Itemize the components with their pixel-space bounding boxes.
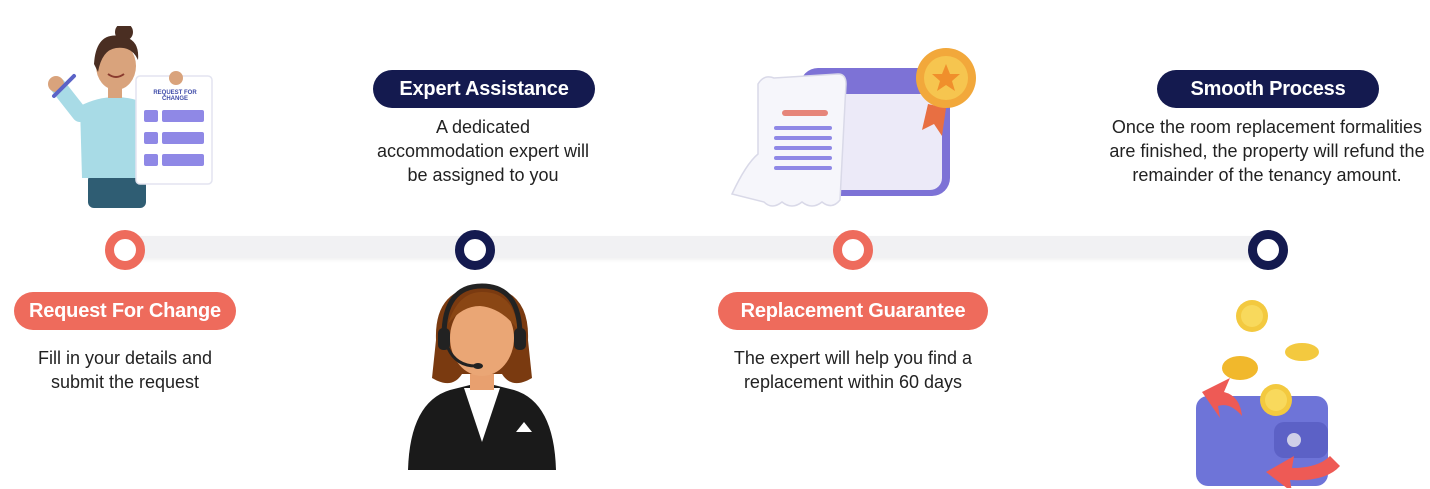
step-3-title-badge: Replacement Guarantee (718, 292, 988, 330)
timeline-dot-step-2 (455, 230, 495, 270)
step-1-title: Request For Change (29, 299, 221, 322)
step-4-description: Once the room replacement formalities ar… (1109, 117, 1425, 185)
step-2-title: Expert Assistance (399, 77, 569, 100)
support-agent-illustration (402, 278, 562, 470)
step-3-description: The expert will help you find a replacem… (733, 348, 973, 392)
step-3-title: Replacement Guarantee (740, 299, 966, 322)
woman-with-form-illustration: REQUEST FOR CHANGE (40, 26, 230, 212)
step-4-title-badge: Smooth Process (1157, 70, 1379, 108)
timeline-dot-step-1 (105, 230, 145, 270)
certificate-guarantee-illustration (728, 44, 982, 210)
step-4-title: Smooth Process (1190, 77, 1346, 100)
timeline-track (126, 236, 1272, 258)
wallet-refund-illustration (1190, 296, 1346, 488)
step-1-title-badge: Request For Change (14, 292, 236, 330)
step-2-description: A dedicated accommodation expert will be… (376, 117, 590, 185)
form-heading: REQUEST FOR CHANGE (153, 90, 197, 102)
step-2-title-badge: Expert Assistance (373, 70, 595, 108)
step-1-description: Fill in your details and submit the requ… (37, 348, 213, 392)
timeline-dot-step-3 (833, 230, 873, 270)
timeline-dot-step-4 (1248, 230, 1288, 270)
